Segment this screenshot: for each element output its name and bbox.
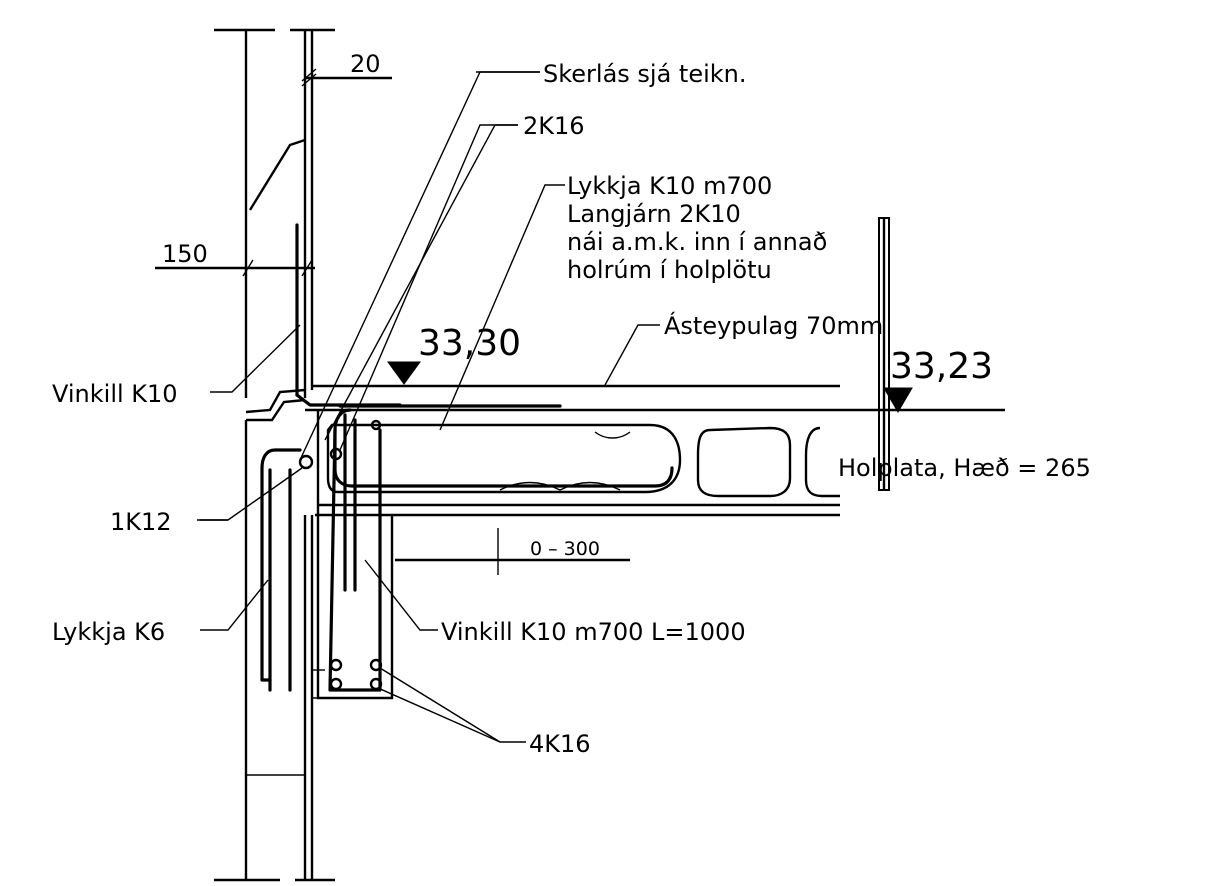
- label-loop-line3: nái a.m.k. inn í annað: [567, 228, 827, 256]
- level-marker-hollowcore: 33,23: [878, 217, 993, 491]
- dim-top-gap: 20: [350, 50, 381, 78]
- label-loop-line2: Langjárn 2K10: [567, 200, 741, 228]
- slab: [305, 384, 1005, 700]
- level-triangle-icon: [883, 387, 913, 413]
- level-slab-top: 33,30: [418, 323, 521, 364]
- label-loop-k6: Lykkja K6: [52, 618, 165, 646]
- wall: [214, 28, 335, 882]
- label-bottom-bars: 4K16: [529, 730, 591, 758]
- label-angle-vertical: Vinkill K10 m700 L=1000: [441, 618, 746, 646]
- dim-wall-offset: 150: [162, 240, 208, 268]
- label-top-bars: 2K16: [523, 112, 585, 140]
- hollowcore-section: [326, 423, 840, 498]
- level-hollowcore-top: 33,23: [890, 346, 993, 387]
- dim-bearing-range: 0 – 300: [530, 538, 600, 560]
- label-angle-left: Vinkill K10: [52, 380, 178, 408]
- dimension-top: 20: [305, 50, 392, 80]
- label-shear-key: Skerlás sjá teikn.: [543, 60, 747, 88]
- label-hollowcore: Holplata, Hæð = 265: [838, 454, 1091, 482]
- rebar-group: [260, 223, 674, 692]
- label-single-bar: 1K12: [110, 508, 172, 536]
- label-topping: Ásteypulag 70mm: [664, 311, 883, 340]
- label-loop-line1: Lykkja K10 m700: [567, 172, 772, 200]
- level-marker-slab: 33,30: [387, 323, 521, 385]
- level-triangle-icon: [387, 361, 421, 385]
- dimension-bearing: 0 – 300: [391, 528, 630, 575]
- dimension-wall-offset: 150: [155, 240, 315, 277]
- label-loop-line4: holrúm í holplötu: [567, 256, 772, 284]
